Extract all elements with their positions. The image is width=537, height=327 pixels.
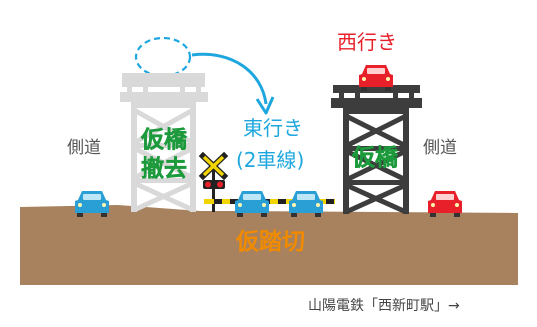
car-icon (75, 191, 109, 217)
side-road-left-label: 側道 (67, 138, 101, 158)
ground (20, 205, 518, 285)
car-icon (235, 191, 269, 217)
car-icon (289, 191, 323, 217)
temp-crossing-label: 仮踏切 (236, 229, 305, 255)
railroad-crossing-icon (198, 151, 335, 212)
right-temporary-bridge (331, 85, 422, 214)
temp-bridge-removal-label-1: 仮橋 (141, 127, 187, 153)
dashed-circle-icon (134, 36, 192, 78)
left-temporary-bridge (120, 73, 208, 212)
right-bridge-braces (344, 113, 408, 215)
temp-bridge-label: 仮橋 (352, 145, 398, 171)
curved-arrow-icon (191, 52, 275, 115)
westbound-label: 西行き (337, 30, 397, 54)
temp-bridge-removal-label-2: 撤去 (141, 156, 187, 182)
car-icon (428, 191, 462, 217)
eastbound-label: 東行き (243, 116, 303, 140)
car-icon (359, 65, 393, 91)
eastbound-lanes-label: (2車線) (236, 148, 305, 172)
left-bridge-braces (132, 107, 195, 213)
side-road-right-label: 側道 (423, 138, 457, 158)
station-direction-caption: 山陽電鉄「西新町駅」→ (308, 298, 460, 314)
